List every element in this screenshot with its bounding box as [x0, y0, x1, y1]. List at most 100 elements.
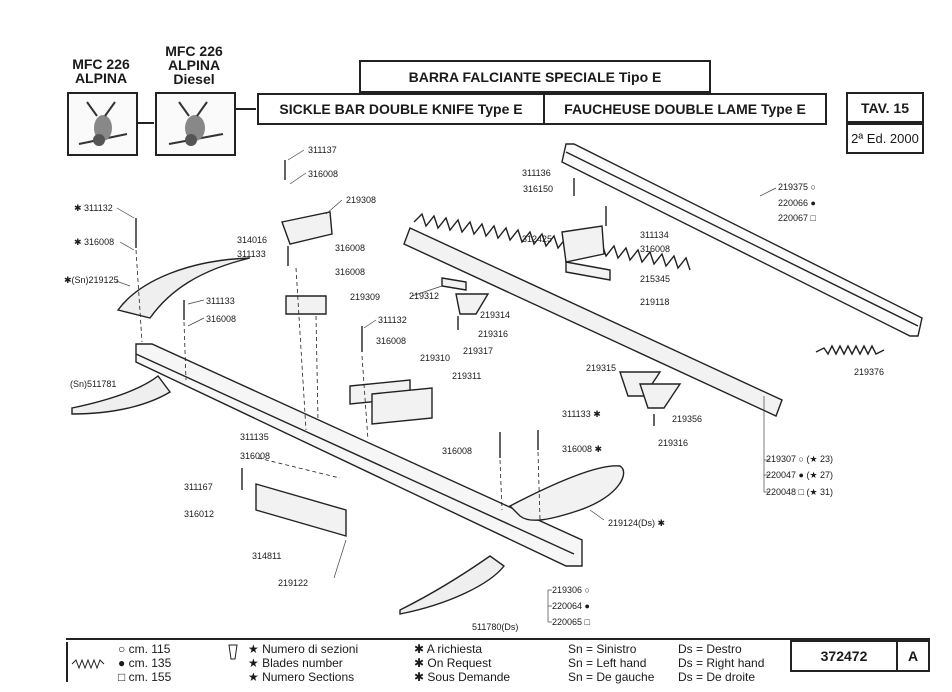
- part-label: 316012: [184, 509, 215, 519]
- legend-request-it: ✱ A richiesta: [414, 642, 483, 656]
- knife-head-right: [561, 225, 605, 263]
- legend-request: ✱ A richiesta ✱ On Request ✱ Sous Demand…: [414, 642, 510, 684]
- legend-request-fr: ✱ Sous Demande: [414, 670, 511, 684]
- knife-sections: [413, 212, 691, 271]
- legend-rule: [66, 638, 930, 640]
- cutter-bar: [135, 343, 583, 567]
- part-label: 316008: [335, 243, 366, 253]
- part-label: ✱(Sn)219125: [64, 275, 119, 285]
- part-label: 220067 □: [778, 213, 816, 223]
- part-label: 316008: [442, 446, 473, 456]
- model-1-line-2: ALPINA: [74, 70, 128, 86]
- bolts: [135, 160, 655, 490]
- knife-blade: [403, 227, 783, 417]
- part-label: 219306 ○: [552, 585, 590, 595]
- part-label: 219312: [409, 291, 440, 301]
- part-label: 219314: [480, 310, 511, 320]
- thumb-connector-1: [136, 122, 154, 124]
- part-label: 219118: [640, 297, 670, 307]
- part-label: 219122: [278, 578, 309, 588]
- legend-sections-en: ★ Blades number: [248, 656, 343, 670]
- right-shoe: [399, 555, 506, 615]
- part-label: 314016: [237, 235, 268, 245]
- right-skid: [508, 465, 625, 521]
- part-label: ✱ 311132: [74, 203, 113, 213]
- part-label: 219356: [672, 414, 703, 424]
- left-shoe: [71, 375, 172, 415]
- part-label: 219311: [452, 371, 482, 381]
- mower-thumbnail-2: [155, 92, 236, 156]
- model-1-line-1: MFC 226: [72, 56, 130, 72]
- part-label: 219315: [586, 363, 617, 373]
- knife-head: [281, 211, 333, 245]
- legend-sections-fr: ★ Numero Sections: [248, 670, 355, 684]
- section-plate-4: [639, 383, 682, 409]
- part-label: 311136: [522, 168, 551, 178]
- flat-bar: [561, 143, 923, 337]
- part-label: 311167: [184, 482, 213, 492]
- spring-icon: [71, 658, 105, 670]
- strip-plate: [565, 261, 611, 281]
- part-label: 219307 ○ (★ 23): [766, 454, 834, 464]
- legend-left-fr: Sn = De gauche: [568, 670, 655, 684]
- legend-request-en: ✱ On Request: [414, 656, 492, 670]
- part-label: 215345: [640, 274, 671, 284]
- legend-right-fr: Ds = De droite: [678, 670, 756, 684]
- model-2-line-2: ALPINA: [167, 57, 221, 73]
- part-label: 311133: [237, 249, 266, 259]
- part-label: 219376: [854, 367, 885, 377]
- title-italian: BARRA FALCIANTE SPECIALE Tipo E: [359, 60, 711, 93]
- legend-length-115: ○ cm. 115: [118, 642, 171, 656]
- legend-length-135: ● cm. 135: [118, 656, 172, 670]
- part-label: 219317: [463, 346, 494, 356]
- legend-sections-it: ★ Numero di sezioni: [248, 642, 359, 656]
- part-label: 316150: [523, 184, 554, 194]
- part-label: 316008: [640, 244, 671, 254]
- part-label: 511780(Ds): [472, 622, 519, 632]
- clip-plate-1: [285, 295, 327, 315]
- part-label: 316008: [376, 336, 407, 346]
- part-label: 220048 □ (★ 31): [766, 487, 834, 497]
- legend-left: Sn = Sinistro Sn = Left hand Sn = De gau…: [568, 642, 654, 684]
- part-label: 311132: [378, 315, 407, 325]
- section-plate-2: [455, 293, 490, 315]
- model-label-2: MFC 226 ALPINA Diesel: [152, 44, 236, 86]
- part-label: 219310: [420, 353, 451, 363]
- legend-right-en: Ds = Right hand: [678, 656, 765, 670]
- part-label: 316008: [308, 169, 339, 179]
- legend-left-it: Sn = Sinistro: [568, 642, 637, 656]
- guard-plate-2: [371, 387, 433, 425]
- spring: [815, 344, 885, 356]
- legend-left-en: Sn = Left hand: [568, 656, 647, 670]
- legend-length-155: □ cm. 155: [118, 670, 172, 684]
- part-label: 311133: [206, 296, 235, 306]
- legend-spring-box: [66, 642, 112, 682]
- part-label: 316008: [335, 267, 366, 277]
- legend-right: Ds = Destro Ds = Right hand Ds = De droi…: [678, 642, 764, 684]
- table-number: TAV. 15: [846, 92, 924, 123]
- part-label: 219308: [346, 195, 377, 205]
- part-label: ✱ 316008: [74, 237, 115, 247]
- part-label: 312425: [522, 234, 553, 244]
- part-label: 220047 ● (★ 27): [766, 470, 834, 480]
- cutter-bar-edge: [135, 353, 575, 555]
- edition: 2ª Ed. 2000: [846, 123, 924, 154]
- part-label: 316008: [240, 451, 271, 461]
- title-french: FAUCHEUSE DOUBLE LAME Type E: [543, 93, 827, 125]
- legend-right-it: Ds = Destro: [678, 642, 742, 656]
- part-label: 219309: [350, 292, 381, 302]
- model-label-1: MFC 226 ALPINA: [62, 57, 140, 85]
- section-blade-icon: [228, 644, 238, 665]
- part-label: 314811: [252, 551, 282, 561]
- mower-thumbnail-1: [67, 92, 138, 156]
- part-label: 311135: [240, 432, 269, 442]
- model-2-line-1: MFC 226: [165, 43, 223, 59]
- legend-sections: ★ Numero di sezioni ★ Blades number ★ Nu…: [248, 642, 358, 684]
- part-label: 219316: [658, 438, 689, 448]
- part-label: 220065 □: [552, 617, 590, 627]
- part-label: 311134: [640, 230, 669, 240]
- part-label: 316008: [206, 314, 237, 324]
- mower-icon: [78, 101, 128, 146]
- part-label: 219124(Ds) ✱: [608, 518, 666, 528]
